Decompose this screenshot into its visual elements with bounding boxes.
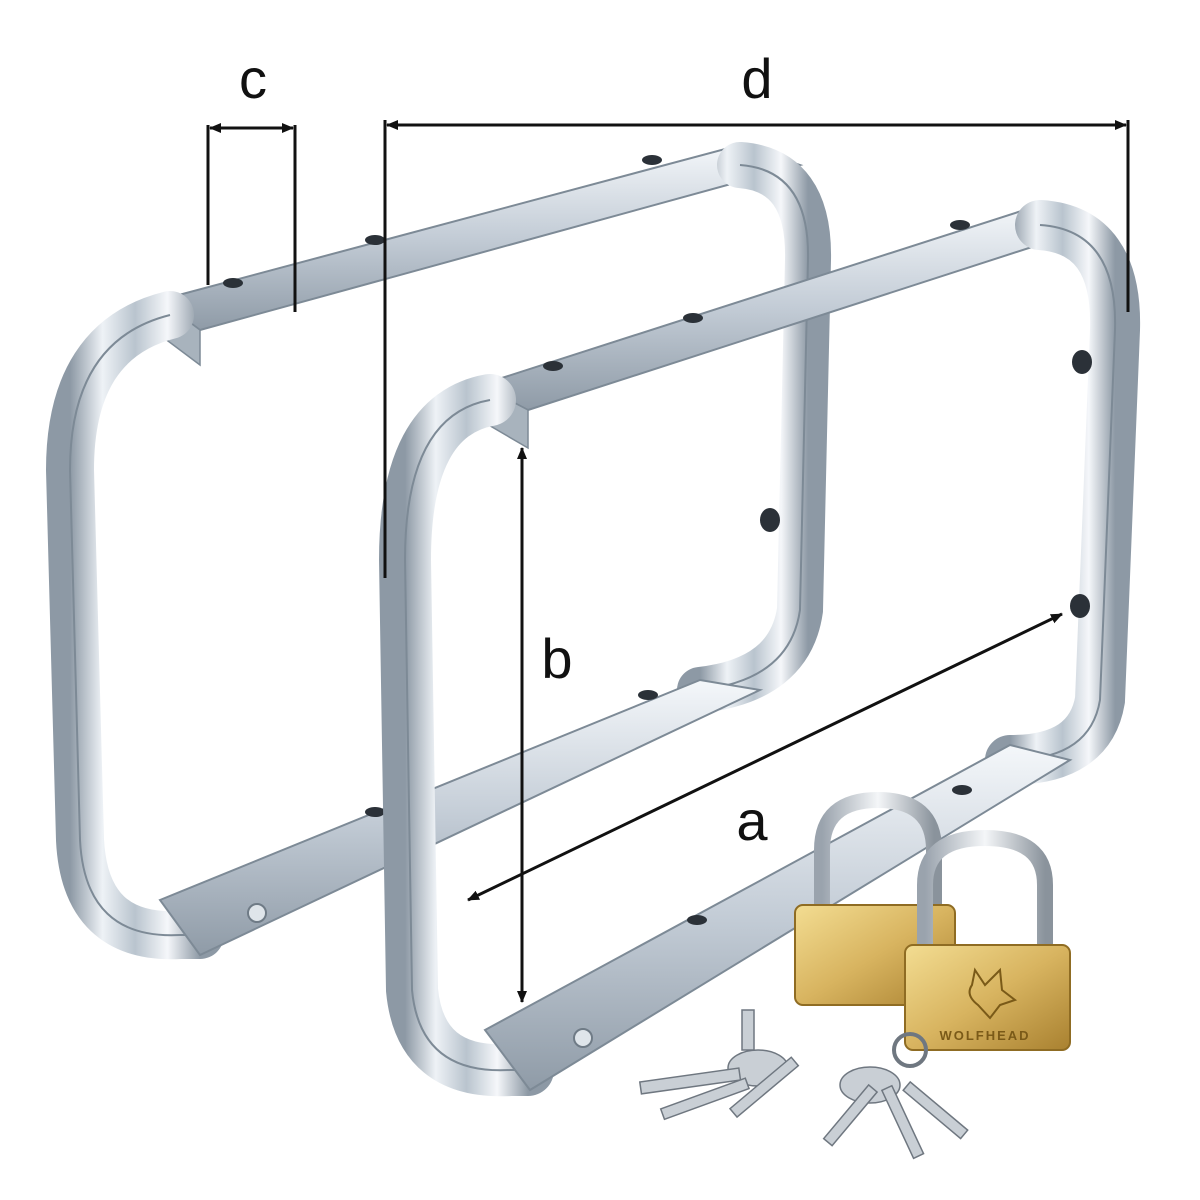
dimension-d [383,120,1130,578]
key-icon [880,1084,925,1160]
dimension-c [206,123,297,312]
screw-hole-icon [760,508,780,532]
screw-hole-icon [1070,594,1090,618]
screw-hole-icon [1072,350,1092,374]
bracket-front-frame [378,374,554,1097]
bracket-back [45,142,832,960]
dimension-a [467,612,1063,902]
padlock-brand-text: WOLFHEAD [939,1028,1030,1043]
screw-hole-icon [223,278,243,288]
keys-right [822,1032,969,1160]
screw-hole-icon [365,807,385,817]
dimension-arrow [467,612,1063,902]
padlock-body [904,944,1071,1051]
screw-hole-icon [543,361,563,371]
bracket-back-top-bar [157,143,804,332]
key-icon [728,1056,800,1119]
key-icon [822,1083,879,1147]
dimension-label-a: a [736,789,768,852]
screw-hole-icon [638,690,658,700]
padlock-front: WOLFHEAD [904,829,1071,1051]
dimension-label-c: c [239,47,267,110]
rivet-icon [247,903,267,923]
dimension-label-d: d [741,47,772,110]
screw-hole-icon [952,785,972,795]
screw-hole-icon [365,235,385,245]
key-icon [659,1077,750,1121]
rivet-icon [573,1028,593,1048]
screw-hole-icon [687,915,707,925]
screw-hole-icon [950,220,970,230]
key-icon [741,1009,755,1051]
screw-hole-icon [683,313,703,323]
screw-hole-icon [642,155,662,165]
wolf-head-logo-icon [968,967,1018,1020]
key-icon [638,1067,742,1095]
bracket-back-frame [45,291,224,960]
keys-left [638,1009,800,1121]
dimension-label-b: b [541,627,572,690]
key-ring-icon [892,1032,928,1068]
key-icon [902,1080,969,1140]
